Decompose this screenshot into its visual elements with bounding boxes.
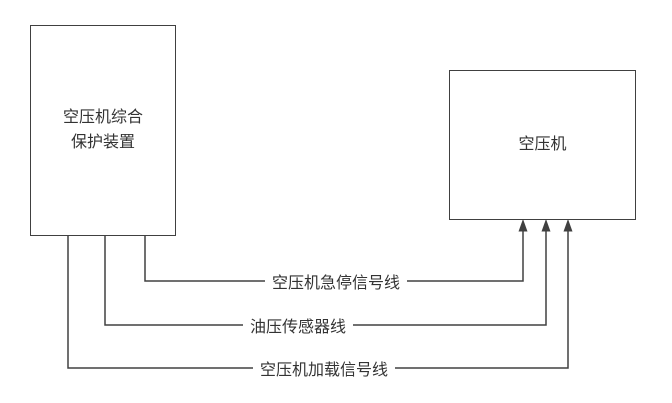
connection-label-emergency-stop: 空压机急停信号线 xyxy=(264,269,408,293)
compressor-label: 空压机 xyxy=(518,135,567,153)
protection-device-box: 空压机综合 保护装置 xyxy=(30,25,176,236)
compressor-box: 空压机 xyxy=(449,70,636,220)
protection-device-label-line2: 保护装置 xyxy=(70,133,135,151)
connection-label-loading-signal: 空压机加载信号线 xyxy=(252,356,396,380)
connection-label-oil-pressure: 油压传感器线 xyxy=(242,313,354,337)
loading-signal-arrow-icon xyxy=(563,219,573,232)
emergency-stop-arrow-icon xyxy=(518,219,528,232)
protection-device-label: 空压机综合 保护装置 xyxy=(63,106,143,156)
loading-signal-line xyxy=(67,228,569,369)
protection-device-label-line1: 空压机综合 xyxy=(62,108,143,126)
oil-pressure-arrow-icon xyxy=(541,219,551,232)
